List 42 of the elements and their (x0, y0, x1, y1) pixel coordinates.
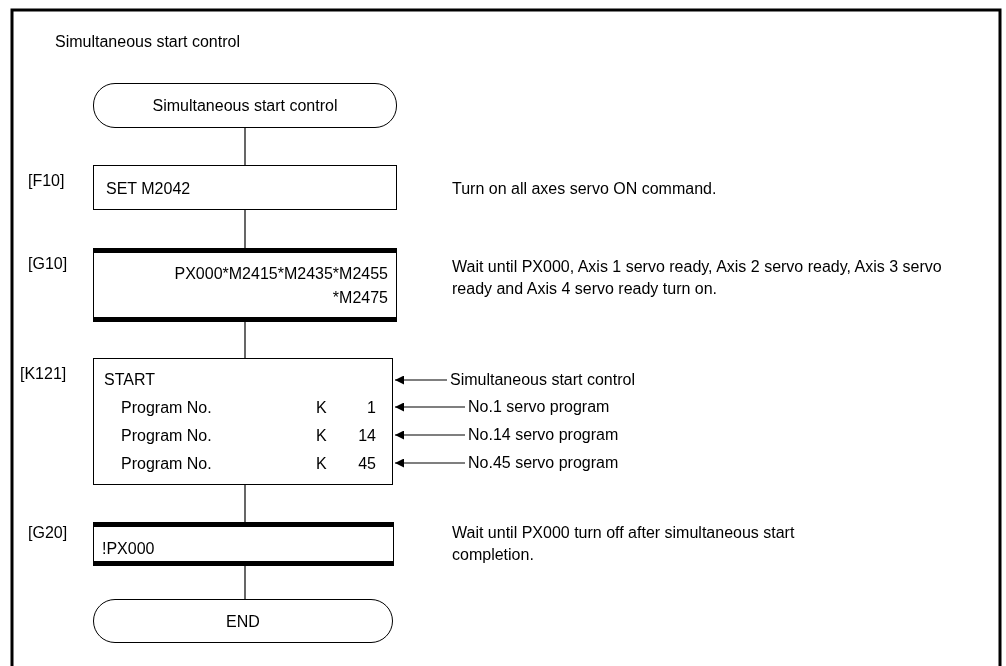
diagram-title: Simultaneous start control (55, 32, 240, 52)
end-terminal (93, 599, 393, 643)
leader-arrow (394, 402, 466, 412)
step-description: Wait until PX000 turn off after simultaneous start completion. (452, 523, 796, 565)
annotation: Simultaneous start control (450, 370, 635, 390)
terminal-label: END (225, 612, 261, 632)
wait-box (93, 522, 394, 566)
annotation: No.14 servo program (468, 425, 619, 445)
instruction-text: SET M2042 (106, 179, 191, 199)
device-prefix: K (316, 426, 327, 446)
flow-line (244, 565, 246, 600)
step-description: Wait until PX000, Axis 1 servo ready, Axis 2 servo ready, Axis 3 servo ready and Axis 4 servo ready turn on. (452, 257, 943, 299)
annotation: No.1 servo program (468, 397, 610, 417)
leader-arrow (394, 430, 466, 440)
step-label: [G10] (28, 254, 68, 274)
annotation: No.45 servo program (468, 453, 619, 473)
step-label: [F10] (28, 171, 65, 191)
step-label: [K121] (20, 364, 67, 384)
device-prefix: K (316, 398, 327, 418)
parameter-name: Program No. (121, 426, 212, 446)
wait-box (93, 248, 397, 322)
condition-text: !PX000 (102, 539, 156, 559)
device-prefix: K (316, 454, 327, 474)
parameter-name: Program No. (121, 398, 212, 418)
step-description: Turn on all axes servo ON command. (452, 179, 718, 199)
flow-line (244, 209, 246, 249)
instruction-text: START (104, 370, 155, 390)
parameter-value: 14 (358, 426, 376, 446)
flow-line (244, 484, 246, 523)
flow-line (244, 321, 246, 359)
leader-arrow (394, 375, 448, 385)
parameter-value: 45 (358, 454, 376, 474)
command-box (93, 358, 393, 485)
condition-text: PX000*M2415*M2435*M2455 *M2475 (173, 264, 388, 308)
start-terminal (93, 83, 397, 128)
leader-arrow (394, 458, 466, 468)
step-label: [G20] (28, 523, 68, 543)
flow-line (244, 127, 246, 166)
process-box (93, 165, 397, 210)
terminal-label: Simultaneous start control (151, 96, 339, 116)
parameter-value: 1 (367, 398, 376, 418)
parameter-name: Program No. (121, 454, 212, 474)
